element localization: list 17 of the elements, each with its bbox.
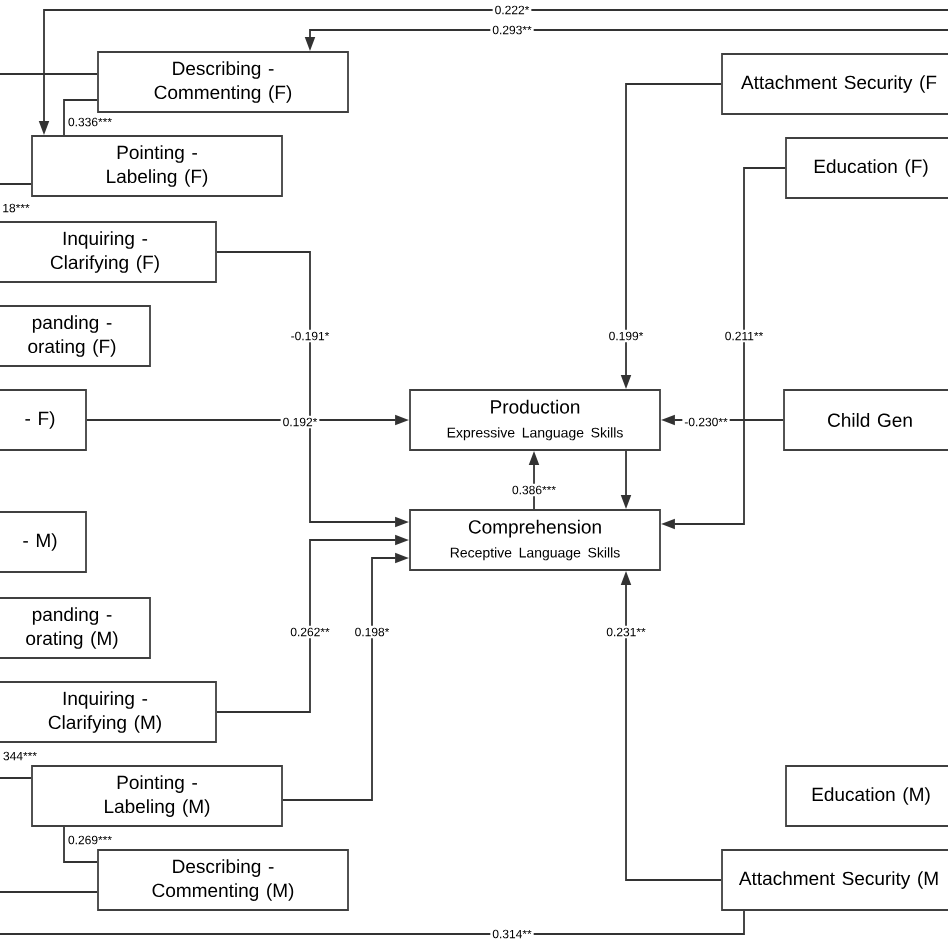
variable-box: panding - orating (M): [0, 597, 151, 659]
variable-box: Attachment Security (M: [721, 849, 948, 911]
variable-box: Inquiring - Clarifying (F): [0, 221, 217, 283]
variable-box: Child Gen: [783, 389, 948, 451]
variable-box: Education (F): [785, 137, 948, 199]
variable-box: - M): [0, 511, 87, 573]
path-arrow: [63, 99, 98, 136]
variable-box: Describing - Commenting (F): [97, 51, 349, 113]
path-arrow: [63, 826, 98, 863]
variable-box: panding - orating (F): [0, 305, 151, 367]
variable-box: Pointing - Labeling (F): [31, 135, 283, 197]
variable-box: Attachment Security (F: [721, 53, 948, 115]
variable-box: Describing - Commenting (M): [97, 849, 349, 911]
variable-box: Education (M): [785, 765, 948, 827]
variable-box: Pointing - Labeling (M): [31, 765, 283, 827]
variable-box: - F): [0, 389, 87, 451]
variable-box: Inquiring - Clarifying (M): [0, 681, 217, 743]
